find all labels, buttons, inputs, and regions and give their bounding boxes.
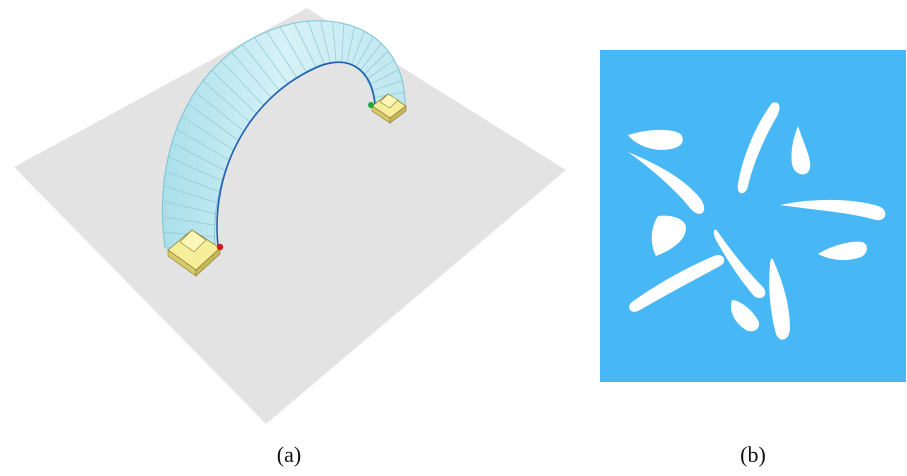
arch-hatch-line xyxy=(162,200,216,215)
arch-hatch-line xyxy=(371,80,403,92)
arch-hatch-line xyxy=(351,31,365,66)
cutout-sweep-3 xyxy=(780,199,886,221)
arch-hatch-line xyxy=(341,23,345,63)
arch-hatch-line xyxy=(293,23,317,67)
arch-hatch-line xyxy=(279,26,307,72)
arch-hatch-line xyxy=(171,142,226,171)
cutout-teardrop-3 xyxy=(818,241,867,261)
ground-plane xyxy=(14,8,566,424)
arch-hatch-line xyxy=(307,21,325,64)
figure-a-panel: (a) xyxy=(14,8,566,467)
arch-hatch-line xyxy=(181,115,234,151)
start-point xyxy=(216,243,224,251)
right-support xyxy=(371,93,407,124)
arch-hatch-line xyxy=(366,59,395,80)
cutout-sweep-1 xyxy=(628,152,705,214)
arch-hatch-line xyxy=(194,91,245,132)
arch-hatch-line xyxy=(369,69,399,86)
arch-hatch-line xyxy=(363,50,389,76)
pattern-figure xyxy=(600,50,906,382)
cutout-teardrop-1 xyxy=(628,129,683,150)
figure-b-panel: (b) xyxy=(590,0,907,476)
arch-hatch-line xyxy=(346,26,355,64)
arch-hatch-line xyxy=(359,43,382,72)
arch-hatch-line xyxy=(253,37,288,84)
caption-b: (b) xyxy=(740,442,766,467)
arch-hatch-line xyxy=(165,170,220,193)
arch-hatch-line xyxy=(355,36,374,68)
arch-hatch-line xyxy=(220,60,264,106)
end-point xyxy=(368,102,374,108)
caption-a: (a) xyxy=(276,442,302,467)
arch-hatch-line xyxy=(163,185,218,204)
arch-hatch-line xyxy=(231,51,272,98)
arch-hatch-line xyxy=(202,80,251,123)
arch-hatch-lines xyxy=(162,20,405,237)
white-cutout-shapes xyxy=(628,102,886,340)
arch-figure xyxy=(14,8,566,424)
arch-hatch-line xyxy=(211,70,257,114)
arch-inner-edge xyxy=(216,61,376,247)
cutout-sweep-4 xyxy=(629,255,725,312)
cutout-sweep-5 xyxy=(713,229,766,299)
arch-hatch-line xyxy=(162,216,215,226)
arch-hatch-line xyxy=(168,156,223,182)
arch-hatch-line xyxy=(176,128,230,161)
arch-hatch-line xyxy=(242,44,280,91)
cutout-sweep-6 xyxy=(769,258,790,340)
cutout-teardrop-4 xyxy=(651,215,686,256)
arch-hatch-line xyxy=(332,21,337,63)
cutout-teardrop-2 xyxy=(791,126,811,175)
arch-hatch-line xyxy=(320,20,331,63)
arch-hatch-line xyxy=(187,103,239,141)
cutout-teardrop-5 xyxy=(730,300,760,332)
arch-hatch-line xyxy=(266,31,297,78)
cutout-sweep-2 xyxy=(737,102,780,194)
